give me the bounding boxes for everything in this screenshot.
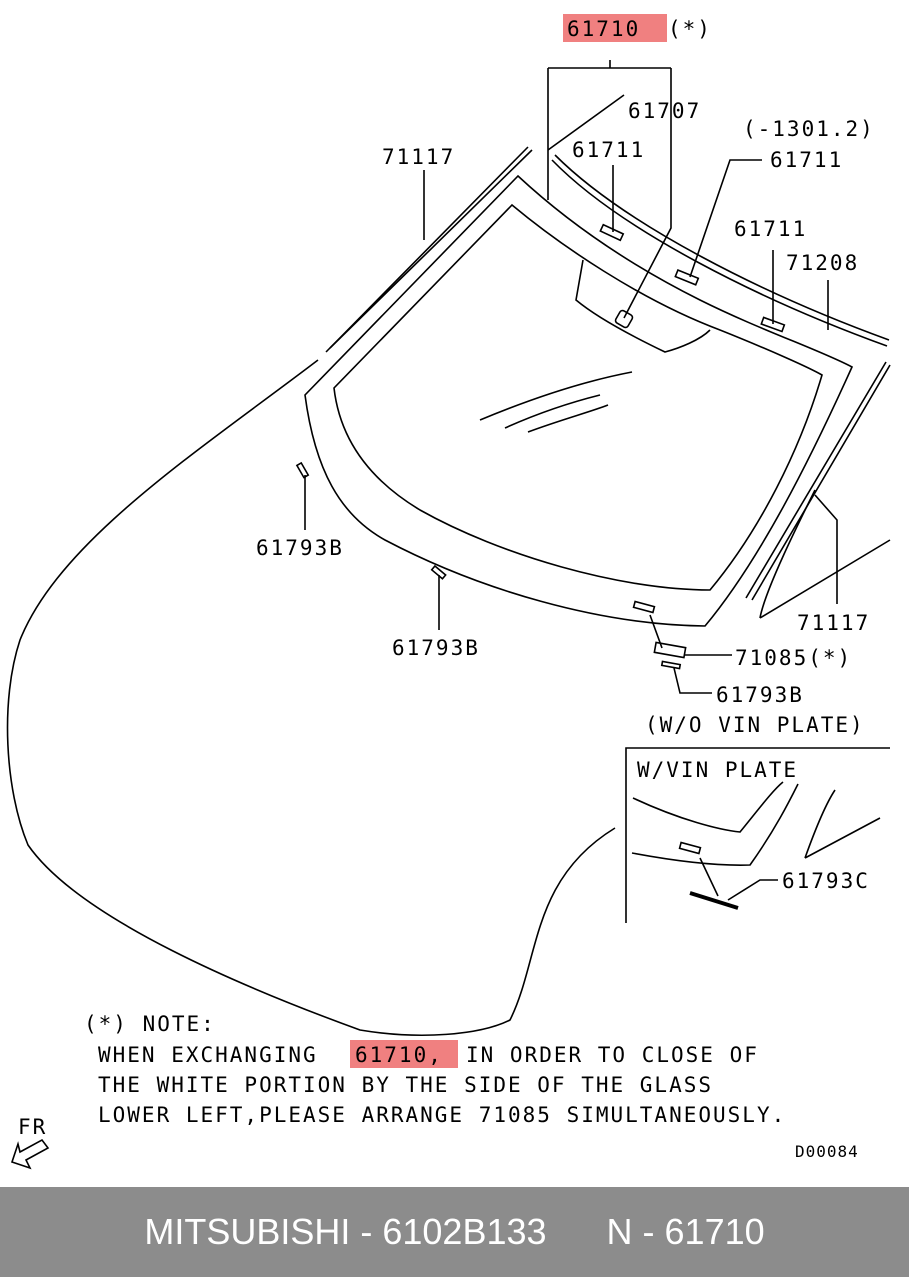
reflection-line-1 [479, 371, 633, 421]
note-line2: THE WHITE PORTION BY THE SIDE OF THE GLA… [98, 1073, 713, 1097]
label-61711-b[interactable]: 61711 [770, 148, 843, 172]
note-line1-part[interactable]: 61710, [355, 1043, 443, 1067]
footer-brand: MITSUBISHI [144, 1211, 351, 1252]
footer-ref: N - 61710 [606, 1211, 765, 1252]
label-1301: (-1301.2) [743, 117, 875, 141]
footer-sep-1: - [350, 1211, 383, 1252]
leader-61793B-c [673, 667, 712, 694]
label-w-vin-plate: W/VIN PLATE [637, 758, 798, 782]
note-header: (*) NOTE: [84, 1012, 216, 1036]
inset-glass-outer [631, 783, 799, 866]
top-molding [551, 159, 888, 347]
label-61793C[interactable]: 61793C [782, 869, 870, 893]
inset-spacer-61793C [689, 891, 739, 910]
fr-label: FR [18, 1115, 47, 1139]
mirror-bracket [614, 309, 634, 329]
label-61793B-b[interactable]: 61793B [392, 636, 480, 660]
vin-white-portion [632, 600, 656, 614]
leader-61710 [547, 60, 672, 319]
right-body-edge [759, 539, 891, 619]
label-61793B-a[interactable]: 61793B [256, 536, 344, 560]
reflection-line-3 [527, 404, 609, 433]
inset-frame [625, 747, 890, 923]
mirror-mount-area [575, 259, 711, 353]
footer-bar: MITSUBISHI - 6102B133 N - 61710 [0, 1187, 909, 1277]
diagram-code: D00084 [795, 1142, 859, 1161]
footer-gap [547, 1211, 607, 1253]
spacer-61793B-a [295, 461, 310, 479]
inset-body-edge [804, 789, 881, 859]
windshield-outer [304, 174, 854, 627]
clip-61711-b [674, 269, 700, 286]
label-71208[interactable]: 71208 [786, 251, 859, 275]
spacer-61793B-c [660, 660, 682, 670]
fr-arrow-icon [10, 1138, 50, 1170]
spacer-61793B-b [430, 564, 447, 580]
part-71085 [653, 641, 687, 659]
inset-glass-inner [632, 781, 784, 833]
label-71117-top[interactable]: 71117 [382, 145, 455, 169]
note-line3: LOWER LEFT,PLEASE ARRANGE 71085 SIMULTAN… [98, 1103, 786, 1127]
footer-part-number: 6102B133 [382, 1211, 547, 1252]
right-pillar-molding [745, 361, 887, 599]
label-61793B-c[interactable]: 61793B [716, 683, 804, 707]
label-71085[interactable]: 71085(*) [735, 646, 852, 670]
label-wo-vin-plate: (W/O VIN PLATE) [645, 713, 865, 737]
right-pillar-molding-inner [751, 364, 891, 601]
label-61710-mark: (*) [668, 17, 712, 41]
highlight-main-part [563, 14, 667, 42]
car-body-outline [6, 359, 616, 1036]
diagram-linework [6, 60, 891, 1170]
clip-61711-a [599, 223, 625, 242]
note-line1-before: WHEN EXCHANGING [98, 1043, 318, 1067]
windshield-inner [333, 203, 823, 591]
label-61707[interactable]: 61707 [628, 99, 701, 123]
clip-61711-c [760, 316, 786, 333]
top-molding-inner [554, 154, 890, 341]
inset-vin-white-portion [678, 841, 702, 855]
label-61711-c[interactable]: 61711 [734, 217, 807, 241]
leader-61707 [547, 94, 625, 151]
inset-leader-61793C [699, 857, 778, 901]
label-61711-a[interactable]: 61711 [572, 138, 645, 162]
leader-61711-b [689, 159, 762, 278]
windshield-parts-diagram: 61710 (*) 61707 (-1301.2) 61711 71117 61… [6, 14, 891, 1170]
leader-71117-right [814, 494, 838, 604]
label-61710[interactable]: 61710 [567, 17, 640, 41]
reflection-line-2 [504, 394, 601, 429]
note-line1-after: IN ORDER TO CLOSE OF [466, 1043, 759, 1067]
left-pillar-molding-inner [329, 149, 533, 349]
leader-71085 [649, 614, 732, 656]
highlight-note-part [350, 1040, 458, 1068]
right-body-edge-2 [759, 489, 816, 619]
label-71117-right[interactable]: 71117 [797, 611, 870, 635]
